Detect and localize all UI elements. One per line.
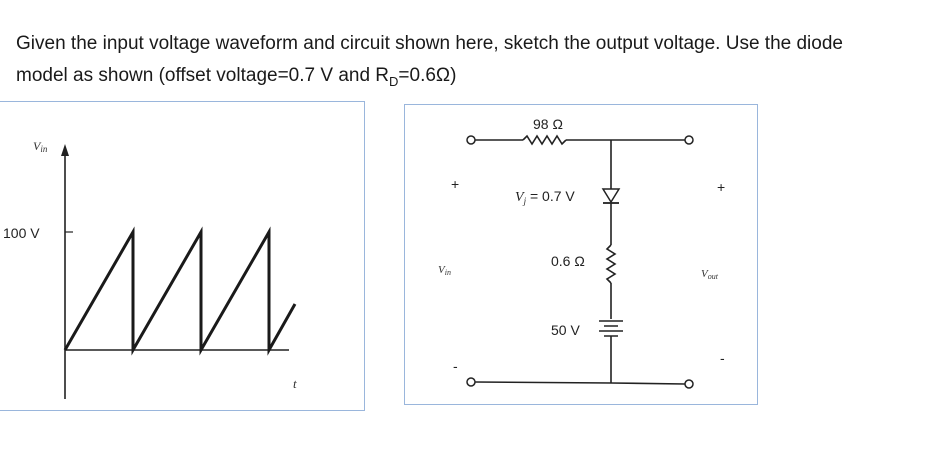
question-line-1: Given the input voltage waveform and cir… — [16, 33, 843, 54]
input-waveform-figure: Vin 100 V t — [0, 101, 365, 411]
input-terminal-top — [466, 135, 476, 145]
diode-resistance-label: 0.6 Ω — [551, 253, 585, 269]
output-terminal-bottom — [684, 379, 694, 389]
circuit-diagram: 98 Ω Vj = 0.7 V 0.6 Ω 50 V + - Vin + - V… — [404, 104, 758, 405]
diode-resistor — [605, 244, 617, 284]
output-minus: - — [720, 350, 725, 366]
input-voltage-label: Vin — [438, 264, 451, 277]
question-text: Given the input voltage waveform and cir… — [16, 28, 921, 98]
wire-bottom-right — [610, 382, 686, 385]
input-terminal-bottom — [466, 377, 476, 387]
diode-voltage-label: Vj = 0.7 V — [515, 188, 575, 206]
input-plus: + — [451, 176, 459, 192]
y-axis-arrow — [61, 144, 69, 156]
series-resistor-label: 98 Ω — [533, 116, 563, 132]
wire-bottom-left — [474, 381, 612, 384]
circuit-svg: 98 Ω Vj = 0.7 V 0.6 Ω 50 V + - Vin + - V… — [438, 116, 725, 389]
waveform-graph: Vin 100 V t — [3, 139, 297, 399]
input-minus: - — [453, 358, 458, 374]
level-label: 100 V — [3, 225, 40, 241]
sawtooth-wave — [63, 226, 297, 356]
question-line-2-prefix: model as shown (offset voltage=0.7 V and… — [16, 65, 390, 86]
y-axis-label: Vin — [33, 139, 48, 154]
x-axis-label: t — [293, 376, 297, 391]
question-subscript-d: D — [389, 73, 399, 89]
question-line-2-suffix: =0.6Ω) — [398, 65, 457, 86]
output-terminal-top — [684, 135, 694, 145]
output-plus: + — [717, 179, 725, 195]
series-resistor — [522, 134, 567, 146]
diode-icon — [601, 188, 621, 204]
battery-label: 50 V — [551, 322, 580, 338]
output-voltage-label: Vout — [701, 268, 719, 281]
